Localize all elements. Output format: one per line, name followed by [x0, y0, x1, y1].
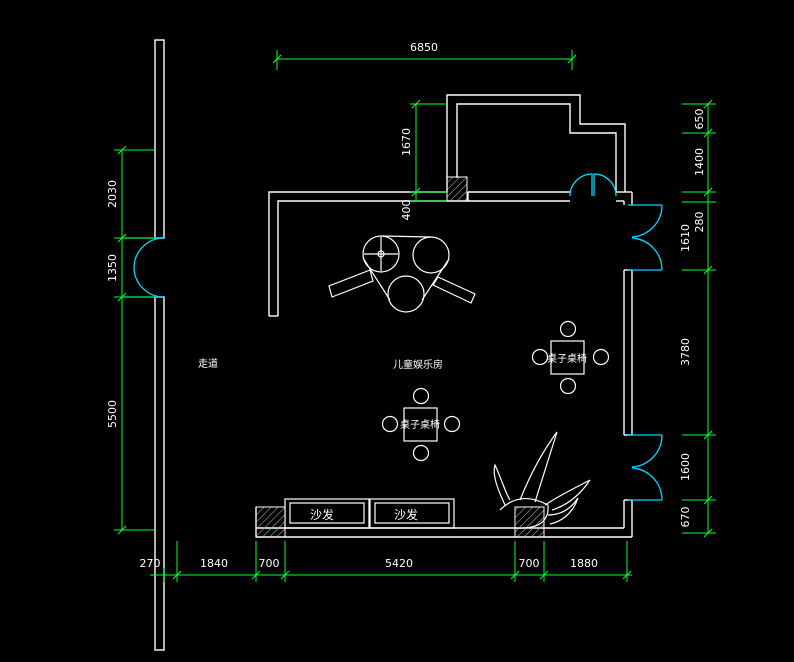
doors: [124, 173, 663, 501]
dim-right-280: 280: [693, 212, 706, 233]
dim-bottom-1840: 1840: [200, 557, 228, 570]
dimension-labels: 6850 270 1840 700 5420 700 1880 2030 135…: [106, 41, 706, 570]
dim-bottom-700a: 700: [259, 557, 280, 570]
dim-right-650: 650: [693, 109, 706, 130]
room-labels: 走道 儿童娱乐房 桌子桌椅 桌子桌椅 沙发 沙发: [198, 352, 587, 522]
dim-right-1400: 1400: [693, 148, 706, 176]
dim-left-5500: 5500: [106, 400, 119, 428]
table-set-right: [531, 320, 610, 395]
dim-top-width: 6850: [410, 41, 438, 54]
dim-right-670: 670: [679, 507, 692, 528]
columns: [255, 176, 545, 538]
dim-bottom-270: 270: [140, 557, 161, 570]
label-table-right: 桌子桌椅: [547, 352, 587, 365]
dim-right-3780: 3780: [679, 338, 692, 366]
label-corridor: 走道: [198, 357, 218, 370]
plant: [493, 431, 591, 529]
label-sofa-left: 沙发: [310, 507, 334, 522]
dim-bottom-700b: 700: [519, 557, 540, 570]
label-sofa-right: 沙发: [394, 507, 418, 522]
dim-bottom-1880: 1880: [570, 557, 598, 570]
label-table-center: 桌子桌椅: [400, 418, 440, 431]
label-room: 儿童娱乐房: [393, 358, 443, 371]
table-set-center: [381, 387, 461, 462]
play-equipment: [328, 235, 476, 313]
dim-left-2030: 2030: [106, 180, 119, 208]
dim-mid-1670: 1670: [400, 128, 413, 156]
dimensions: [114, 50, 716, 582]
dim-bottom-5420: 5420: [385, 557, 413, 570]
dim-mid-400: 400: [400, 200, 413, 221]
sofa: [284, 498, 455, 529]
dim-right-1610: 1610: [679, 224, 692, 252]
dim-left-1350: 1350: [106, 254, 119, 282]
dim-right-1600: 1600: [679, 453, 692, 481]
